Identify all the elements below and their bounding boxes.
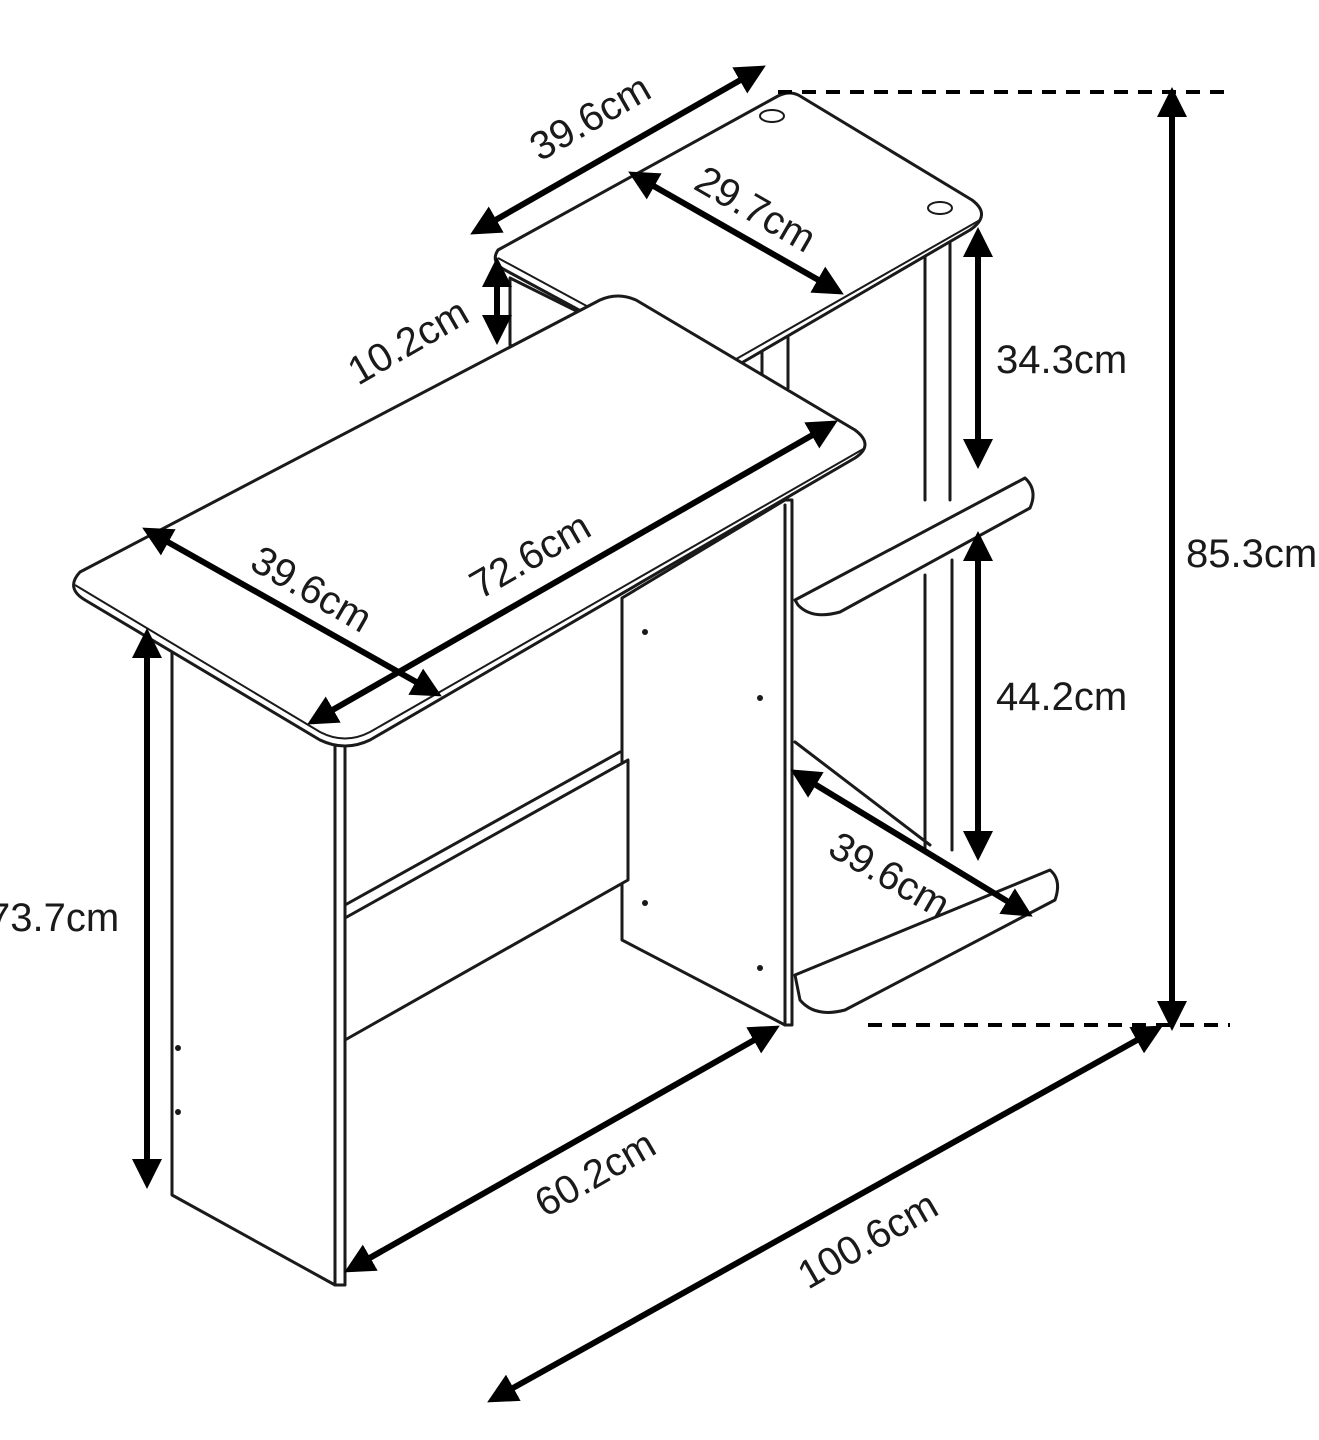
upper-shelf-height-label: 34.3cm bbox=[996, 338, 1127, 382]
bottom-shelf-depth-label: 39.6cm bbox=[822, 824, 958, 928]
panel-screw bbox=[642, 900, 648, 906]
top-shelf-length-arrow bbox=[470, 65, 766, 235]
leg-space-width-arrow bbox=[344, 1025, 780, 1273]
total-width-label: 100.6cm bbox=[791, 1183, 946, 1298]
desk-illustration bbox=[72, 91, 1060, 1287]
shelf-back-panel bbox=[793, 740, 932, 847]
panel-screw bbox=[757, 695, 763, 701]
panel-screw bbox=[757, 965, 763, 971]
panel-screw bbox=[175, 1045, 181, 1051]
panel-screw bbox=[642, 629, 648, 635]
modesty-panel-top bbox=[343, 750, 622, 907]
desk-length-arrow bbox=[307, 420, 838, 725]
leg-space-width-label: 60.2cm bbox=[528, 1122, 664, 1226]
panel-screw bbox=[175, 1109, 181, 1115]
modesty-panel bbox=[343, 758, 630, 1042]
top-shelf-length-label: 39.6cm bbox=[523, 66, 659, 170]
total-width-arrow bbox=[487, 1025, 1163, 1403]
bottom-shelf-depth-arrow bbox=[790, 769, 1033, 917]
cable-hole bbox=[927, 201, 953, 215]
top-shelf-depth-arrow bbox=[628, 171, 844, 295]
desk-left-panel bbox=[170, 648, 347, 1287]
middle-shelf-height-label: 44.2cm bbox=[996, 675, 1127, 719]
desk-height-label: 73.7cm bbox=[0, 896, 119, 940]
desktop-edge bbox=[74, 447, 866, 740]
middle-shelf bbox=[793, 476, 1035, 617]
total-height-label: 85.3cm bbox=[1186, 532, 1317, 576]
